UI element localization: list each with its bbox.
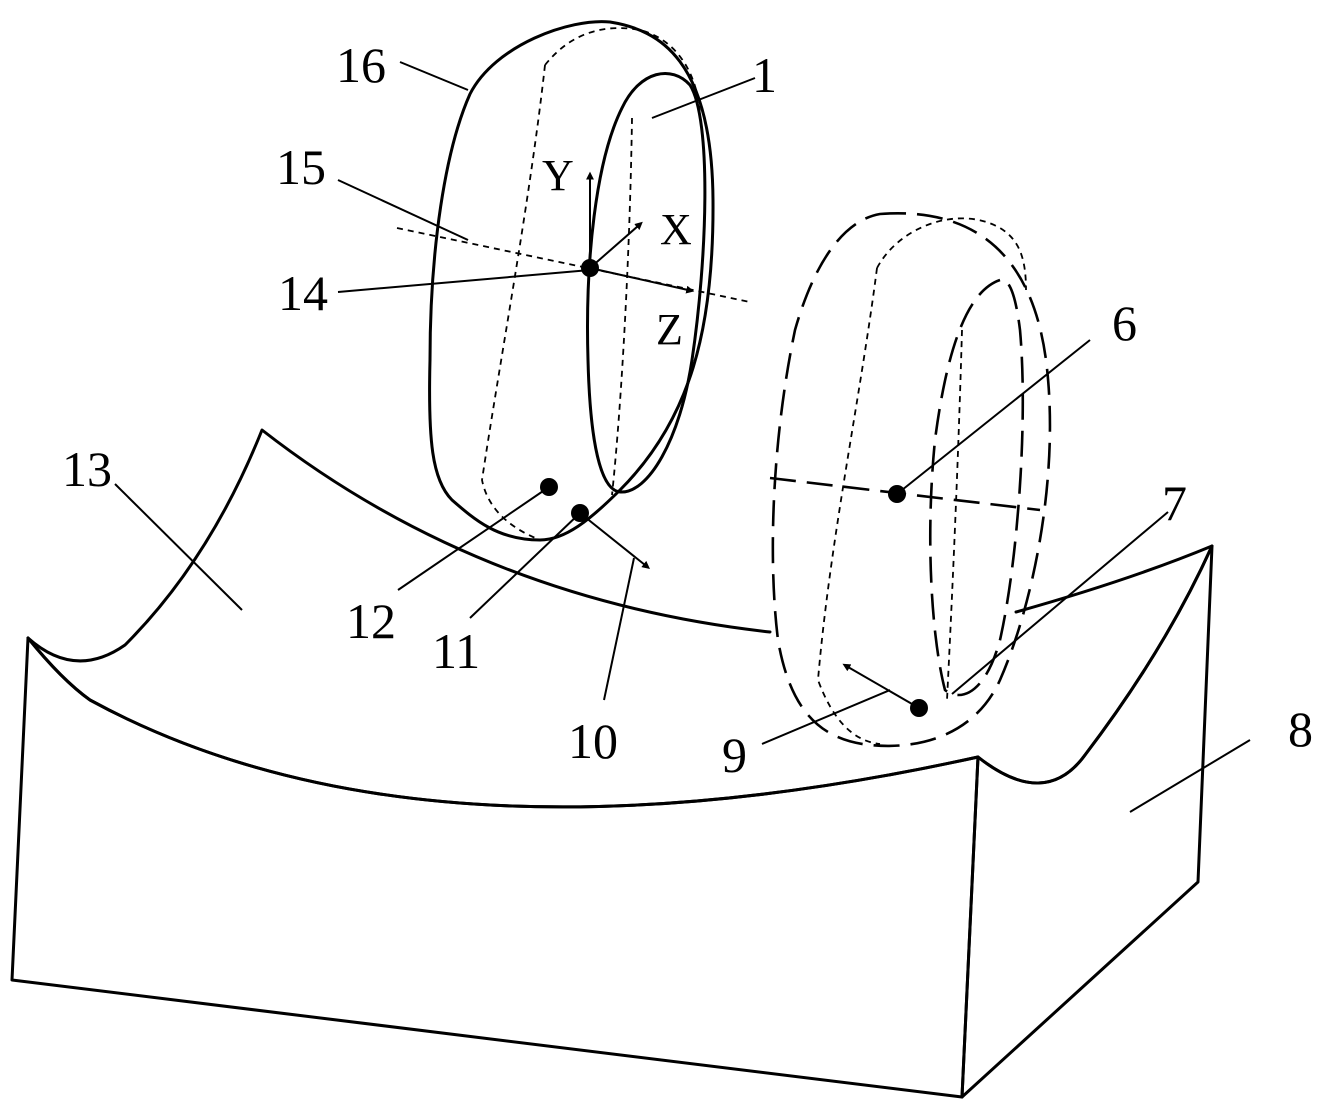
tool-2-hidden-top bbox=[876, 217, 1027, 291]
reference-numerals: 16 1 15 14 13 6 7 12 11 10 9 8 bbox=[62, 37, 1313, 783]
curved-surface-front-edge bbox=[26, 636, 980, 809]
label-8: 8 bbox=[1288, 701, 1313, 757]
z-axis-arrow bbox=[589, 267, 695, 294]
leader-12 bbox=[397, 486, 550, 591]
label-15: 15 bbox=[276, 139, 326, 195]
tool-1-hidden-back-contour bbox=[544, 27, 701, 121]
surface-right-edge bbox=[1014, 544, 1214, 614]
tool-1-inner-hole bbox=[586, 71, 707, 494]
label-13: 13 bbox=[62, 441, 112, 497]
leader-1 bbox=[651, 77, 756, 119]
x-axis-label: X bbox=[660, 205, 692, 254]
label-9: 9 bbox=[722, 727, 747, 783]
leader-13 bbox=[114, 483, 243, 611]
leader-10 bbox=[603, 557, 635, 701]
leader-9 bbox=[761, 689, 891, 745]
leader-8 bbox=[1129, 739, 1251, 813]
label-10: 10 bbox=[568, 713, 618, 769]
tool-1-axis-line bbox=[396, 227, 751, 303]
leader-15 bbox=[337, 179, 469, 241]
label-11: 11 bbox=[432, 623, 480, 679]
torus-tool-1 bbox=[396, 20, 751, 542]
normal-vector-10 bbox=[579, 512, 650, 569]
workpiece bbox=[10, 428, 1214, 1099]
tool-2-hidden-right bbox=[946, 329, 963, 701]
workpiece-front-face bbox=[10, 636, 980, 1099]
tool-coordinate-frame: Y X Z bbox=[542, 151, 695, 354]
leader-16 bbox=[399, 61, 469, 91]
tool-2-hidden-left bbox=[817, 267, 881, 745]
tool-center-point bbox=[581, 259, 599, 277]
workpiece-side-face bbox=[960, 544, 1214, 1099]
label-14: 14 bbox=[278, 265, 328, 321]
torus-tool-2 bbox=[769, 212, 1052, 748]
tool-1-hidden-left-line bbox=[481, 64, 546, 541]
label-7: 7 bbox=[1162, 475, 1187, 531]
tool-2-inner-hole bbox=[928, 278, 1025, 697]
tool-1-outer-profile bbox=[428, 20, 715, 542]
side-face-top-edge bbox=[976, 544, 1214, 785]
leader-7 bbox=[951, 511, 1169, 695]
leader-11 bbox=[469, 512, 581, 619]
curved-surface-back-edge bbox=[26, 428, 772, 663]
label-16: 16 bbox=[336, 37, 386, 93]
leader-6 bbox=[896, 339, 1091, 495]
label-6: 6 bbox=[1112, 295, 1137, 351]
tool-2-outer-profile bbox=[771, 212, 1052, 748]
tool-1-hidden-right-line bbox=[611, 117, 633, 496]
leader-lines bbox=[114, 61, 1251, 813]
normal-vector-9 bbox=[842, 663, 920, 709]
x-axis-arrow bbox=[589, 221, 643, 269]
label-12: 12 bbox=[346, 593, 396, 649]
y-axis-label: Y bbox=[542, 151, 574, 200]
label-1: 1 bbox=[752, 47, 777, 103]
leader-14 bbox=[337, 269, 591, 293]
z-axis-label: Z bbox=[656, 305, 683, 354]
